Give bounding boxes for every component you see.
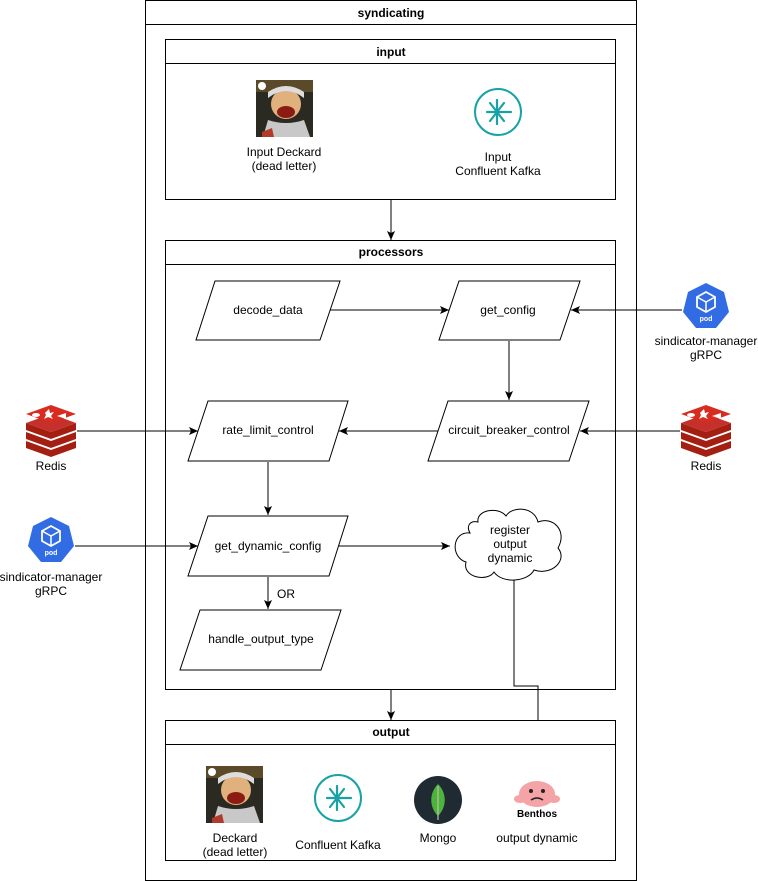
syndicating-title: syndicating bbox=[358, 6, 425, 20]
output-deckard-label-line2: (dead letter) bbox=[203, 845, 268, 859]
cloud-label-line1: register bbox=[490, 523, 530, 537]
redis-left-label: Redis bbox=[36, 459, 67, 473]
get-dynamic-config-node[interactable]: get_dynamic_config bbox=[187, 515, 349, 577]
get-dynamic-config-label: get_dynamic_config bbox=[215, 539, 322, 553]
redis-icon bbox=[681, 405, 731, 457]
pod-badge-right: pod bbox=[700, 316, 713, 323]
confluent-kafka-icon bbox=[474, 88, 522, 136]
confluent-kafka-icon bbox=[314, 774, 362, 822]
output-title: output bbox=[372, 725, 409, 739]
input-kafka-label-line2: Confluent Kafka bbox=[455, 164, 541, 178]
cloud-label-line2: output bbox=[493, 537, 527, 551]
input-kafka-label-line1: Input bbox=[485, 150, 512, 164]
or-label: OR bbox=[277, 587, 295, 601]
rate-limit-control-node[interactable]: rate_limit_control bbox=[187, 400, 349, 462]
redis-right-label: Redis bbox=[691, 459, 722, 473]
circuit-breaker-control-node[interactable]: circuit_breaker_control bbox=[427, 400, 590, 462]
benthos-icon: Benthos bbox=[514, 781, 560, 820]
decode-data-node[interactable]: decode_data bbox=[195, 280, 341, 341]
get-config-label: get_config bbox=[480, 303, 535, 317]
input-deckard-label-line1: Input Deckard bbox=[247, 145, 322, 159]
pod-badge-left: pod bbox=[45, 550, 58, 557]
output-deckard-label-line1: Deckard bbox=[213, 831, 258, 845]
processors-title: processors bbox=[359, 245, 424, 259]
cloud-label-line3: dynamic bbox=[488, 551, 533, 565]
benthos-output-dynamic-label: output dynamic bbox=[496, 831, 577, 845]
kubernetes-pod-icon: pod bbox=[28, 517, 74, 562]
manager-left-label-line2: gRPC bbox=[35, 584, 67, 598]
deckard-avatar-icon bbox=[206, 766, 263, 823]
decode-data-label: decode_data bbox=[233, 303, 303, 317]
input-title: input bbox=[376, 45, 405, 59]
manager-right-label-line1: sindicator-manager bbox=[655, 334, 758, 348]
manager-right-label-line2: gRPC bbox=[690, 348, 722, 362]
kubernetes-pod-icon: pod bbox=[683, 283, 729, 328]
rate-limit-control-label: rate_limit_control bbox=[222, 423, 313, 437]
handle-output-type-node[interactable]: handle_output_type bbox=[179, 609, 342, 671]
benthos-logo-text: Benthos bbox=[517, 809, 557, 820]
circuit-breaker-control-label: circuit_breaker_control bbox=[448, 423, 569, 437]
redis-icon bbox=[26, 405, 76, 457]
input-group[interactable]: input Input Deckard (dead letter) Input bbox=[165, 39, 616, 200]
mongo-label: Mongo bbox=[420, 831, 457, 845]
mongodb-icon bbox=[414, 776, 462, 824]
get-config-node[interactable]: get_config bbox=[438, 280, 581, 341]
manager-left-label-line1: sindicator-manager bbox=[0, 570, 102, 584]
handle-output-type-label: handle_output_type bbox=[208, 632, 314, 646]
input-deckard-label-line2: (dead letter) bbox=[252, 159, 317, 173]
register-output-dynamic-cloud[interactable]: register output dynamic bbox=[454, 508, 562, 581]
deckard-avatar-icon bbox=[256, 80, 313, 137]
output-kafka-label: Confluent Kafka bbox=[295, 838, 381, 852]
